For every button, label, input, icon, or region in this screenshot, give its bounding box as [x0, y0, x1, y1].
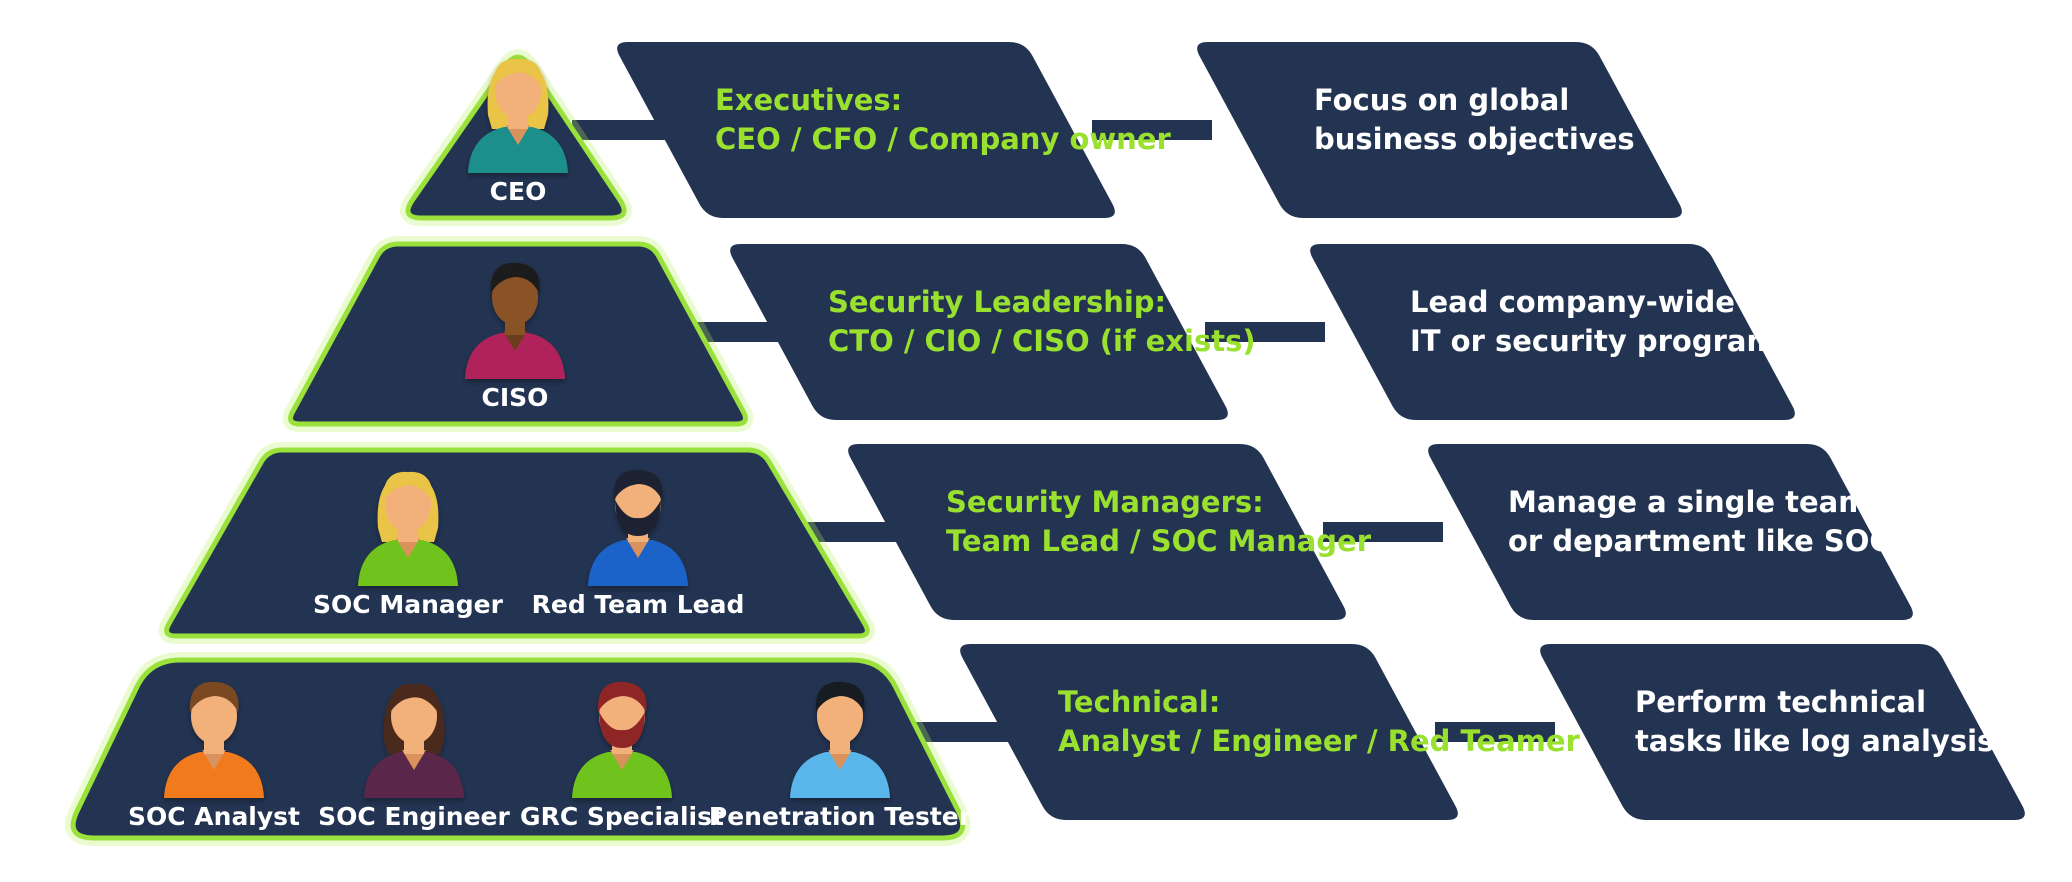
- role-title: Executives:: [715, 83, 902, 117]
- person-label: Penetration Tester: [709, 802, 972, 831]
- description-line1: Perform technical: [1635, 685, 1926, 719]
- role-title: Technical:: [1058, 685, 1220, 719]
- role-members: CEO / CFO / Company owner: [715, 122, 1171, 156]
- role-members: Team Lead / SOC Manager: [946, 524, 1372, 558]
- person-label: SOC Manager: [313, 590, 504, 619]
- role-members: CTO / CIO / CISO (if exists): [828, 324, 1256, 358]
- person-label: SOC Analyst: [128, 802, 300, 831]
- pyramid-level: [167, 450, 868, 636]
- description-line1: Manage a single team: [1508, 485, 1868, 519]
- role-title: Security Leadership:: [828, 285, 1166, 319]
- person-label: SOC Engineer: [318, 802, 510, 831]
- person-label: CISO: [482, 383, 549, 412]
- description-line2: or department like SOC: [1508, 524, 1891, 558]
- role-title: Security Managers:: [946, 485, 1264, 519]
- description-line2: tasks like log analysis: [1635, 724, 1994, 758]
- description-line2: business objectives: [1314, 122, 1635, 156]
- person-label: Red Team Lead: [532, 590, 745, 619]
- description-line2: IT or security program: [1410, 324, 1777, 358]
- description-line1: Focus on global: [1314, 83, 1569, 117]
- role-members: Analyst / Engineer / Red Teamer: [1058, 724, 1581, 758]
- person-label: CEO: [490, 177, 547, 206]
- description-line1: Lead company-wide: [1410, 285, 1735, 319]
- person-label: GRC Specialist: [520, 802, 724, 831]
